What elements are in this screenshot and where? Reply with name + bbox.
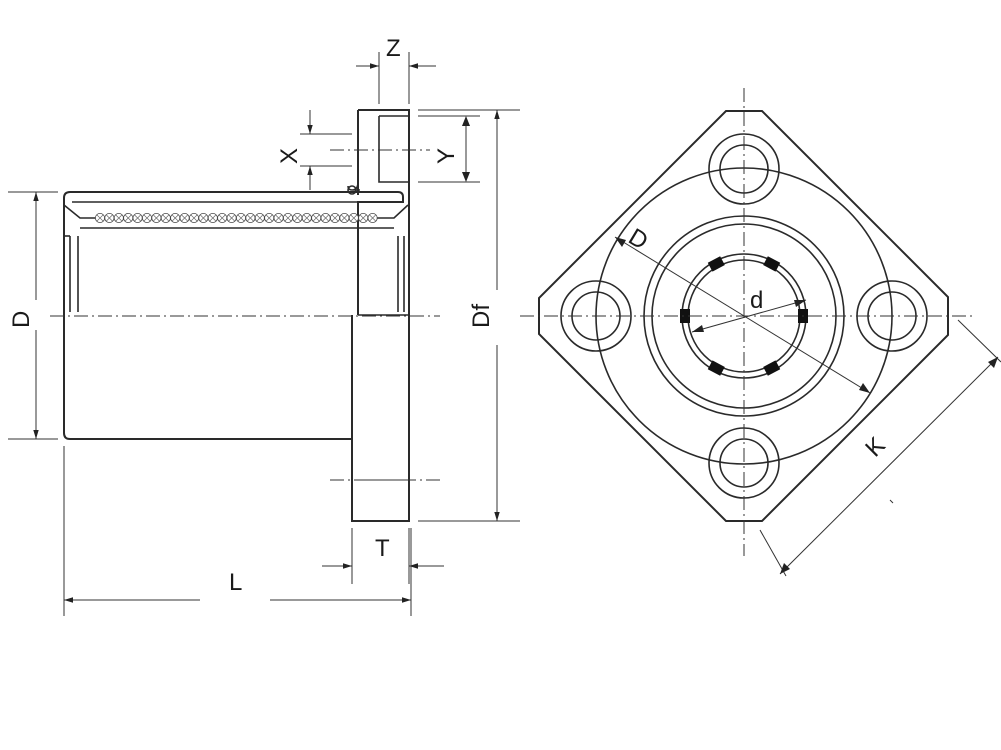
- k-ext-top: [957, 319, 1001, 363]
- ball-cross: [294, 214, 301, 222]
- seal-mark: [763, 256, 781, 272]
- k-arrow-a: [988, 357, 998, 368]
- label-x: X: [276, 148, 303, 164]
- ball-cross: [162, 214, 170, 222]
- ball-cross: [322, 214, 329, 222]
- ball-cross: [96, 214, 104, 222]
- ball-cross: [228, 214, 235, 222]
- ball-cross: [331, 214, 339, 222]
- label-z: Z: [386, 35, 401, 62]
- ball-cross: [350, 214, 358, 222]
- label-l: L: [229, 569, 242, 596]
- ball-cross: [209, 214, 217, 222]
- housing-body: [63, 191, 404, 440]
- seal-mark: [707, 360, 725, 376]
- ball-cross: [190, 214, 198, 222]
- d-small-arrow-a: [692, 325, 704, 332]
- ball-cross: [341, 214, 348, 222]
- d-front-arrow-a: [615, 237, 626, 247]
- ball-cross: [106, 214, 113, 222]
- ball-cross: [284, 214, 292, 222]
- ball-cross: [134, 214, 141, 222]
- ball-cross: [369, 214, 376, 222]
- seal-mark: [680, 309, 690, 323]
- ball-cross: [181, 214, 188, 222]
- ball-cross: [275, 214, 282, 222]
- d-small-arrow-b: [794, 300, 806, 307]
- ball-cross: [256, 214, 264, 222]
- d-front-dim: [614, 236, 871, 394]
- y-arrow-bottom: [462, 172, 470, 182]
- label-d-right: D: [624, 223, 653, 255]
- ball-cross: [265, 214, 273, 222]
- ball-cross: [143, 214, 151, 222]
- ball-cross: [312, 214, 320, 222]
- d-small-dim: [691, 299, 807, 333]
- d-front-arrow-b: [859, 383, 870, 393]
- label-y: Y: [433, 148, 460, 164]
- y-arrow-top: [462, 116, 470, 126]
- ball-row: [95, 212, 378, 223]
- ball-cross: [200, 214, 207, 222]
- label-t: T: [375, 535, 390, 562]
- label-df: Df: [468, 304, 495, 328]
- k-tick: [889, 499, 894, 504]
- notch-circle: [347, 185, 357, 195]
- ball-cross: [115, 214, 123, 222]
- label-k: K: [860, 432, 890, 462]
- ball-cross: [171, 214, 179, 222]
- counterbore: [378, 115, 408, 183]
- side-view: Z X Y D Df T L: [8, 35, 520, 616]
- square-flange: [538, 110, 949, 522]
- ball-cross: [303, 214, 311, 222]
- k-dim-line: [779, 356, 999, 575]
- seal-mark: [707, 256, 725, 272]
- label-d-left: D: [8, 311, 35, 328]
- front-view: D d K: [520, 88, 1001, 577]
- ball-cross: [359, 214, 367, 222]
- label-d-small: d: [750, 287, 763, 314]
- ball-cross: [218, 214, 226, 222]
- k-ext-bottom: [759, 529, 787, 577]
- mount-hole-bottom: [708, 427, 780, 499]
- ball-cross: [247, 214, 254, 222]
- ball-cross: [237, 214, 245, 222]
- k-arrow-b: [780, 563, 790, 574]
- flange: [351, 109, 410, 522]
- ball-cross: [153, 214, 160, 222]
- seal-mark: [763, 360, 781, 376]
- ball-cross: [124, 214, 132, 222]
